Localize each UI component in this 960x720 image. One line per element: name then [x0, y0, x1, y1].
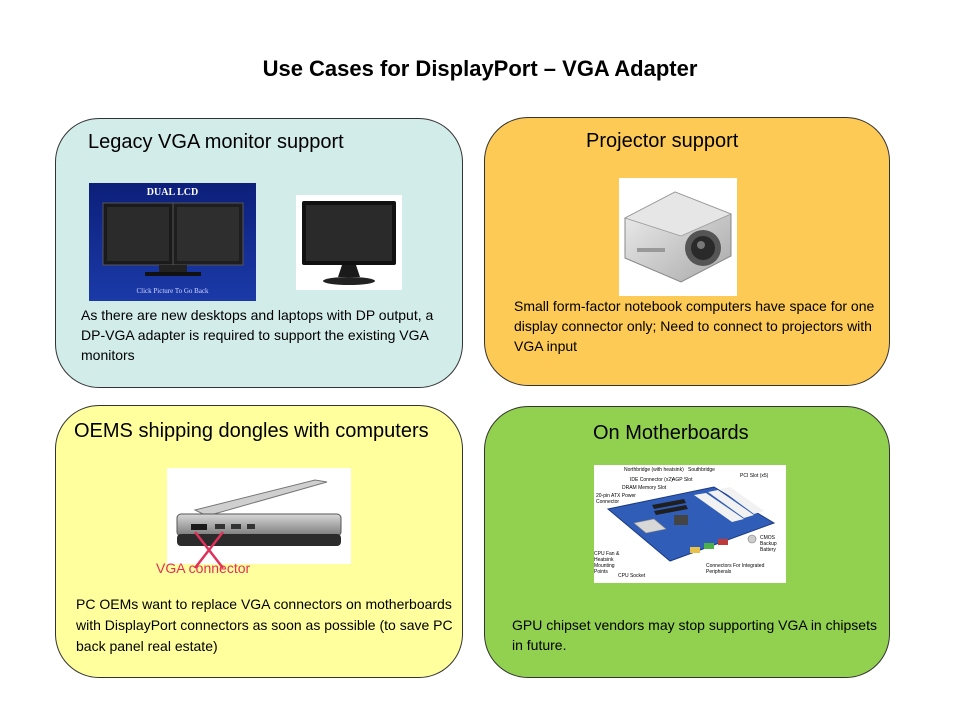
- label-northbridge: Northbridge (with heatsink): [624, 467, 684, 473]
- label-cpu-fan: CPU Fan & Heatsink Mounting Points: [594, 551, 620, 575]
- dual-lcd-caption: DUAL LCD: [146, 187, 199, 198]
- motherboard-heading: On Motherboards: [593, 422, 749, 444]
- cross-mark-icon: [194, 531, 224, 569]
- legacy-body: As there are new desktops and laptops wi…: [81, 307, 434, 363]
- legacy-vga-card: Legacy VGA monitor support DUAL LCD Clic…: [55, 118, 463, 388]
- legacy-heading: Legacy VGA monitor support: [88, 131, 344, 153]
- oem-heading: OEMS shipping dongles with computers: [74, 420, 429, 442]
- label-atx: 20-pin ATX Power Connector: [596, 493, 636, 505]
- laptop-image: [167, 468, 351, 564]
- projector-heading: Projector support: [586, 130, 739, 152]
- label-connectors: Connectors For Integrated Peripherals: [706, 563, 765, 575]
- dual-lcd-footer: Click Picture To Go Back: [136, 287, 209, 295]
- label-ide: IDE Connector (x2): [630, 477, 673, 483]
- motherboard-card: On Motherboards Northbridge (with heatsi…: [484, 406, 890, 678]
- label-agp: AGP Slot: [672, 477, 693, 483]
- oem-card: OEMS shipping dongles with computers VGA…: [55, 405, 463, 678]
- projector-image: [619, 178, 737, 296]
- label-pci: PCI Slot (x5): [740, 473, 769, 479]
- oem-body: PC OEMs want to replace VGA connectors o…: [76, 596, 453, 654]
- label-cpu-socket: CPU Socket: [618, 573, 646, 579]
- label-southbridge: Southbridge: [688, 467, 715, 473]
- projector-body: Small form-factor notebook computers hav…: [514, 298, 875, 354]
- vga-monitor-image: [296, 195, 402, 290]
- motherboard-body: GPU chipset vendors may stop supporting …: [512, 617, 877, 653]
- projector-card: Projector support Small form-factor note…: [484, 117, 890, 386]
- label-cmos: CMOS Backup Battery: [760, 535, 777, 553]
- motherboard-image: Northbridge (with heatsink) Southbridge …: [594, 465, 786, 583]
- label-dram: DRAM Memory Slot: [622, 485, 667, 491]
- vga-connector-label: VGA connector: [156, 560, 251, 576]
- slide-title: Use Cases for DisplayPort – VGA Adapter: [262, 56, 698, 81]
- dual-lcd-image: DUAL LCD Click Picture To Go Back: [89, 183, 256, 301]
